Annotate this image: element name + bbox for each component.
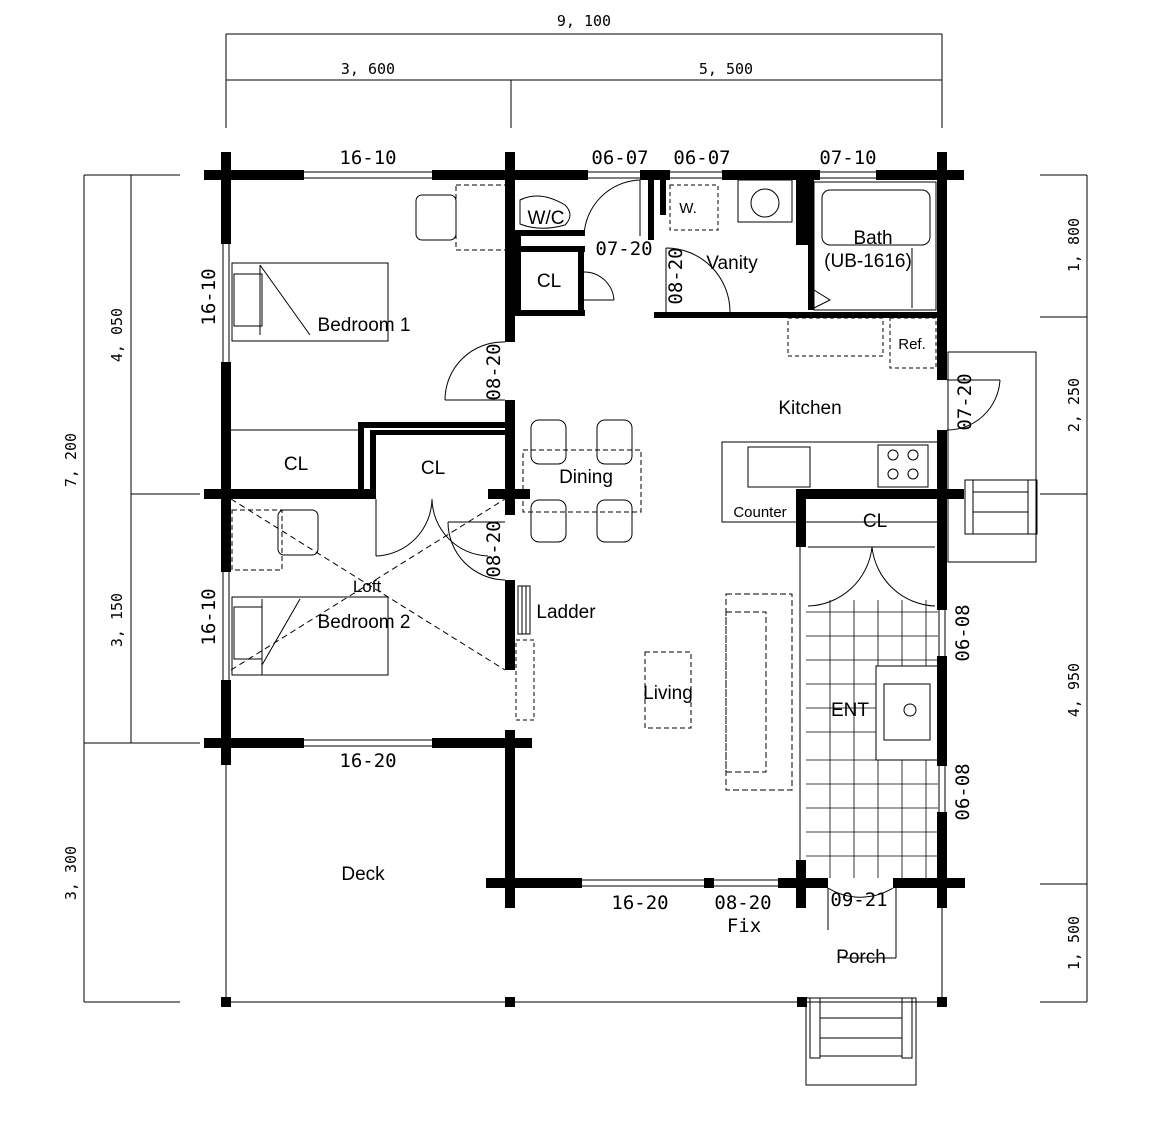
code-ent-window-upper: 06-08	[952, 604, 974, 661]
code-door-bed1: 08-20	[483, 343, 505, 400]
dim-right-4: 1, 500	[1065, 916, 1083, 970]
label-wc: W/C	[528, 208, 565, 229]
porch-steps	[805, 997, 917, 1086]
windows	[222, 171, 946, 887]
code-fix-window: 08-20	[714, 892, 771, 914]
code-door-vanity: 08-20	[665, 247, 687, 304]
dim-left-lower: 3, 150	[108, 593, 126, 647]
doors	[375, 179, 1001, 930]
label-cl-wc: CL	[537, 271, 561, 292]
dim-right-2: 2, 250	[1065, 378, 1083, 432]
label-counter: Counter	[733, 504, 786, 521]
code-entry-door: 09-21	[830, 889, 887, 911]
label-deck: Deck	[341, 864, 385, 885]
dim-top-right: 5, 500	[699, 60, 753, 78]
label-bath: Bath	[853, 228, 892, 249]
label-ladder: Ladder	[536, 602, 596, 623]
code-door-cl: 07-20	[595, 238, 652, 260]
label-entrance: ENT	[831, 700, 869, 721]
dim-right-1: 1, 800	[1065, 218, 1083, 272]
label-bedroom1: Bedroom 1	[318, 315, 411, 336]
code-left-bed1: 16-10	[198, 268, 220, 325]
dim-top-left: 3, 600	[341, 60, 395, 78]
walls	[204, 152, 965, 908]
code-door-kitchen: 07-20	[954, 373, 976, 430]
label-cl-kitchen: CL	[863, 511, 887, 532]
code-door-bed2: 08-20	[483, 520, 505, 577]
code-left-bed2: 16-10	[198, 588, 220, 645]
label-living: Living	[643, 683, 693, 704]
dim-right-3: 4, 950	[1065, 663, 1083, 717]
code-top-wc: 06-07	[591, 147, 648, 169]
label-porch: Porch	[836, 947, 886, 968]
dimension-lines	[83, 33, 1088, 1003]
fixtures	[230, 179, 939, 860]
deck-posts	[221, 997, 947, 1007]
deck-outline	[225, 743, 943, 1003]
dim-left-total: 7, 200	[62, 433, 80, 487]
entrance-tiles	[806, 600, 938, 878]
room-labels: Bedroom 1 Bedroom 2 Loft W/C CL CL CL CL…	[284, 200, 926, 968]
label-vanity: Vanity	[706, 253, 758, 274]
label-cl-hall-left: CL	[284, 454, 308, 475]
code-top-bed1: 16-10	[339, 147, 396, 169]
label-washer: W.	[679, 200, 697, 217]
code-bed2-south: 16-20	[339, 750, 396, 772]
opening-codes: 16-10 06-07 06-07 07-10 16-10 16-10 16-2…	[198, 147, 976, 937]
label-cl-hall-right: CL	[421, 458, 445, 479]
label-kitchen: Kitchen	[778, 398, 841, 419]
dim-left-upper: 4, 050	[108, 308, 126, 362]
code-top-vanity: 06-07	[673, 147, 730, 169]
label-dining: Dining	[559, 467, 613, 488]
label-bedroom2: Bedroom 2	[318, 612, 411, 633]
label-fix: Fix	[727, 915, 761, 937]
code-living-south: 16-20	[611, 892, 668, 914]
kitchen-steps	[947, 351, 1038, 563]
dim-left-deck: 3, 300	[62, 846, 80, 900]
code-ent-window-lower: 06-08	[952, 763, 974, 820]
dim-top-total: 9, 100	[557, 12, 611, 30]
label-ref: Ref.	[898, 336, 926, 353]
label-bath-model: (UB-1616)	[824, 251, 912, 272]
label-loft: Loft	[353, 577, 382, 596]
code-top-bath: 07-10	[819, 147, 876, 169]
